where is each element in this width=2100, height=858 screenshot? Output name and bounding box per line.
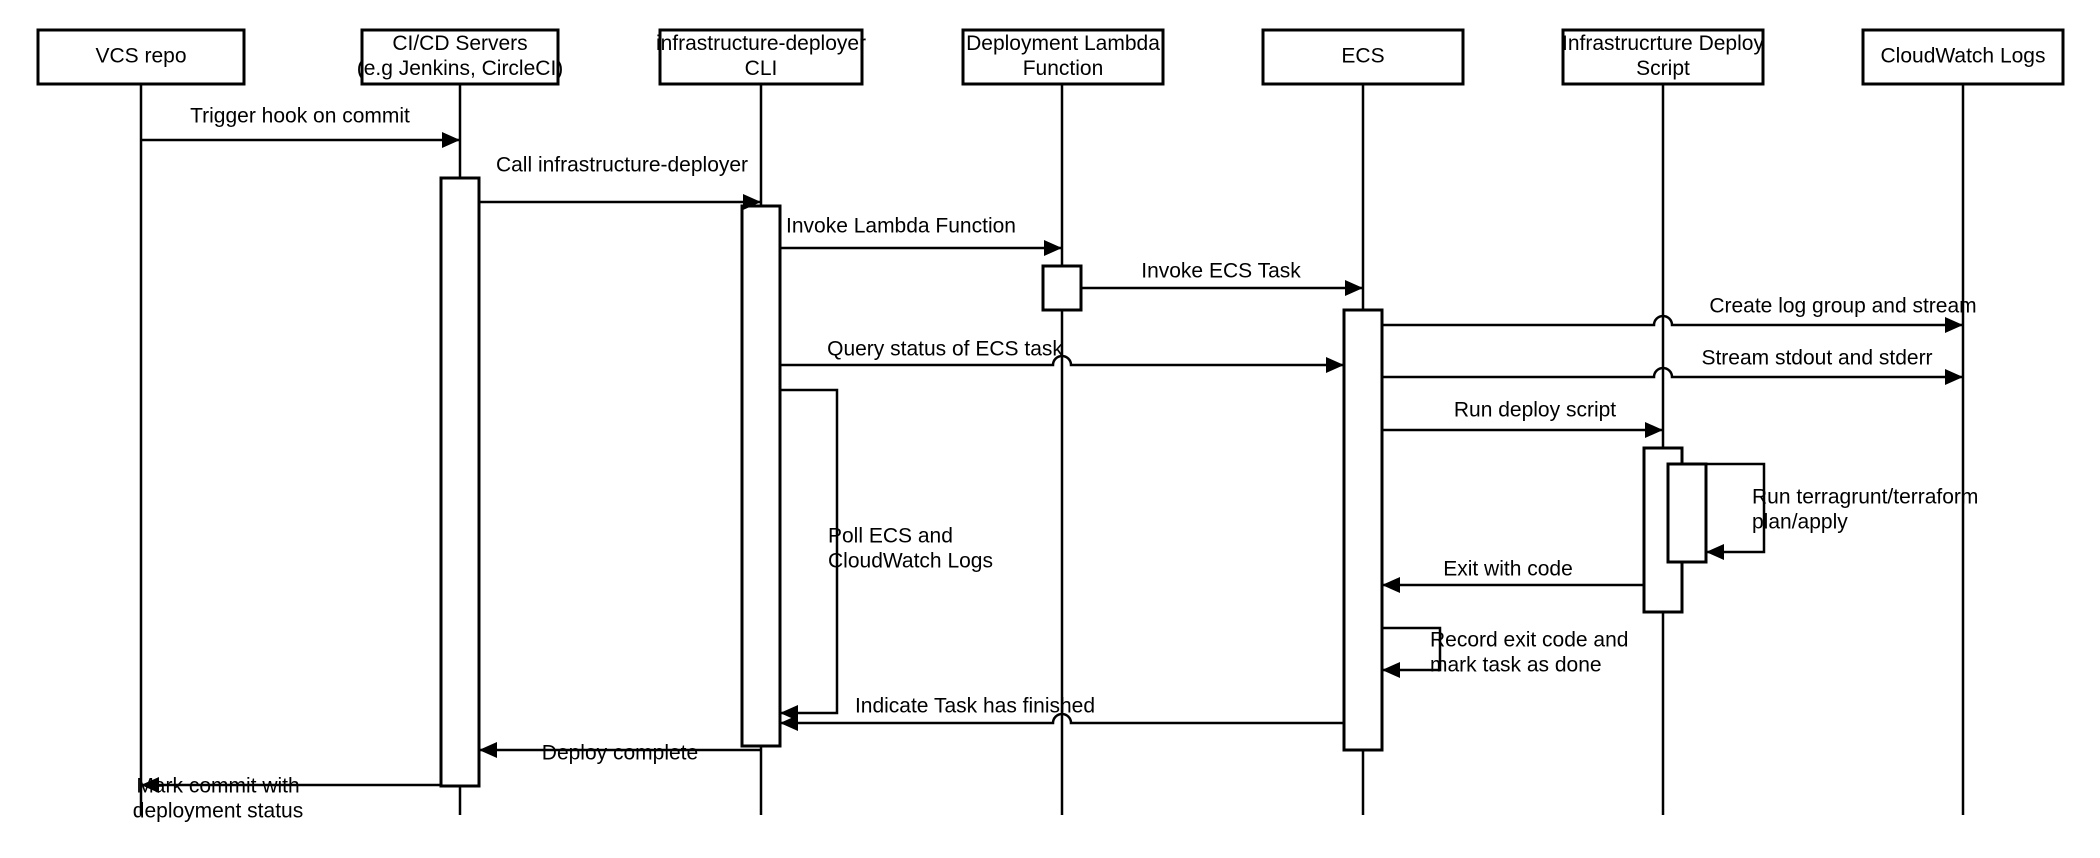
- participant-label-ecs: ECS: [1341, 45, 1384, 68]
- message-label: Query status of ECS task: [827, 338, 1063, 361]
- message-m6[interactable]: Query status of ECS task: [780, 338, 1344, 373]
- message-line: [1382, 314, 1963, 327]
- message-label: Exit with code: [1443, 558, 1573, 581]
- message-label: Invoke ECS Task: [1141, 260, 1301, 283]
- participant-label-script: Script: [1636, 57, 1690, 80]
- self-message-line: [1706, 462, 1766, 554]
- message-m3[interactable]: Invoke Lambda Function: [780, 215, 1062, 256]
- activation-bar-cli: [740, 204, 782, 748]
- message-m10[interactable]: Indicate Task has finished: [780, 695, 1344, 731]
- arrow-head-icon: [743, 194, 761, 210]
- participant-label-script: Infrastrucrture Deploy: [1562, 32, 1764, 55]
- arrow-head-icon: [1945, 317, 1963, 333]
- self-message-line: [1382, 626, 1442, 672]
- participant-label-cli: CLI: [745, 57, 778, 80]
- activation-bar-script: [1666, 462, 1708, 564]
- message-line: [780, 712, 1344, 725]
- message-m5[interactable]: Create log group and stream: [1382, 295, 1977, 333]
- participant-label-cicd: CI/CD Servers: [392, 32, 527, 55]
- participant-box-cwlogs[interactable]: CloudWatch Logs: [1861, 28, 2065, 86]
- message-m8[interactable]: Run deploy script: [1382, 399, 1663, 438]
- participant-label-cicd: (e.g Jenkins, CircleCI): [357, 57, 564, 80]
- activation-bar-ecs: [1342, 308, 1384, 752]
- arrow-head-icon: [479, 742, 497, 758]
- arrow-head-icon: [1326, 357, 1344, 373]
- arrow-head-icon: [1945, 369, 1963, 385]
- participant-boxes-layer: VCS repo CI/CD Servers(e.g Jenkins, Circl…: [36, 28, 2065, 86]
- arrow-head-icon: [1706, 544, 1724, 560]
- participant-label-lambda: Function: [1023, 57, 1104, 80]
- message-line: [780, 354, 1344, 367]
- self-message-label: CloudWatch Logs: [828, 550, 993, 573]
- message-label: Stream stdout and stderr: [1701, 347, 1932, 370]
- message-m4[interactable]: Invoke ECS Task: [1081, 260, 1363, 296]
- self-message-line: [780, 388, 839, 715]
- self-message-label: mark task as done: [1430, 654, 1602, 677]
- self-message-label: plan/apply: [1752, 511, 1848, 534]
- arrow-head-icon: [141, 777, 159, 793]
- message-label: Call infrastructure-deployer: [496, 154, 748, 177]
- arrow-head-icon: [1382, 662, 1400, 678]
- arrow-head-icon: [442, 132, 460, 148]
- message-label: deployment status: [133, 800, 303, 823]
- message-label: Mark commit with: [136, 775, 299, 798]
- message-label: Trigger hook on commit: [190, 105, 410, 128]
- arrow-head-icon: [1345, 280, 1363, 296]
- self-message-label: Run terragrunt/terraform: [1752, 486, 1978, 509]
- message-m9[interactable]: Exit with code: [1382, 558, 1644, 593]
- self-message-label: Poll ECS and: [828, 525, 953, 548]
- arrow-head-icon: [780, 705, 798, 721]
- arrow-head-icon: [1645, 422, 1663, 438]
- message-m7[interactable]: Stream stdout and stderr: [1382, 347, 1963, 385]
- message-m2[interactable]: Call infrastructure-deployer: [479, 154, 761, 210]
- message-m11[interactable]: Deploy complete: [479, 742, 761, 765]
- participant-label-lambda: Deployment Lambda: [966, 32, 1160, 55]
- participant-box-cicd[interactable]: CI/CD Servers(e.g Jenkins, CircleCI): [357, 28, 564, 86]
- participant-label-cli: infrastructure-deployer: [656, 32, 866, 55]
- message-label: Indicate Task has finished: [855, 695, 1095, 718]
- arrow-head-icon: [1382, 577, 1400, 593]
- self-message-label: Record exit code and: [1430, 629, 1628, 652]
- participant-label-vcs: VCS repo: [95, 45, 186, 68]
- activation-bar-cicd: [439, 176, 481, 788]
- activation-bar-lambda: [1041, 264, 1083, 312]
- arrow-head-icon: [1044, 240, 1062, 256]
- message-label: Create log group and stream: [1709, 295, 1976, 318]
- participant-box-vcs[interactable]: VCS repo: [36, 28, 246, 86]
- message-label: Deploy complete: [542, 742, 698, 765]
- message-m1[interactable]: Trigger hook on commit: [141, 105, 460, 148]
- activations-layer: [439, 176, 1708, 788]
- message-label: Invoke Lambda Function: [786, 215, 1016, 238]
- message-line: [1382, 366, 1963, 379]
- participant-box-ecs[interactable]: ECS: [1261, 28, 1465, 86]
- participant-label-cwlogs: CloudWatch Logs: [1881, 45, 2046, 68]
- message-label: Run deploy script: [1454, 399, 1616, 422]
